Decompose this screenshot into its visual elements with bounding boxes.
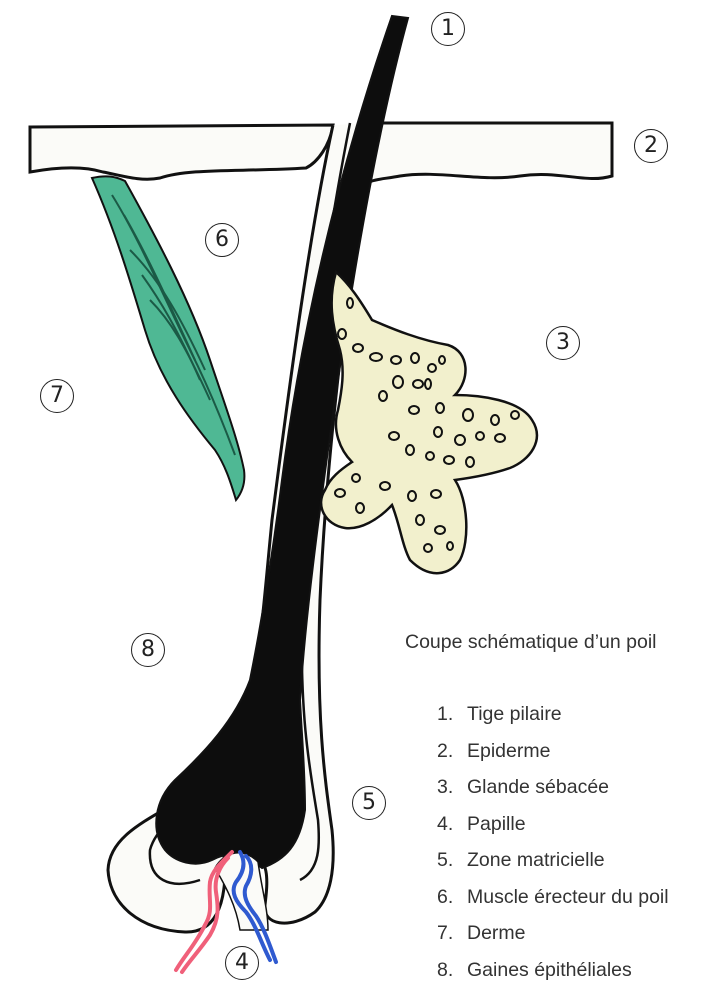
legend-list: 1.Tige pilaire 2.Epiderme 3.Glande sébac… [437, 702, 669, 994]
legend-item: 4.Papille [437, 812, 669, 849]
legend-number: 2. [437, 739, 467, 763]
legend-number: 6. [437, 885, 467, 909]
marker-6: 6 [205, 223, 239, 257]
legend-item: 3.Glande sébacée [437, 775, 669, 812]
legend-item: 7.Derme [437, 921, 669, 958]
marker-1: 1 [431, 12, 465, 46]
legend-text: Derme [467, 922, 526, 944]
legend-item: 2.Epiderme [437, 739, 669, 776]
legend-title: Coupe schématique d’un poil [405, 631, 657, 654]
epidermis-layer [30, 125, 333, 179]
marker-2: 2 [634, 129, 668, 163]
legend-text: Muscle érecteur du poil [467, 886, 669, 908]
legend-number: 8. [437, 958, 467, 982]
legend-text: Gaines épithéliales [467, 959, 632, 981]
legend-number: 5. [437, 848, 467, 872]
sebaceous-gland [321, 272, 537, 573]
legend-text: Epiderme [467, 740, 550, 762]
marker-5: 5 [352, 786, 386, 820]
legend-number: 4. [437, 812, 467, 836]
legend-item: 1.Tige pilaire [437, 702, 669, 739]
legend-text: Glande sébacée [467, 776, 609, 798]
legend-number: 3. [437, 775, 467, 799]
marker-7: 7 [40, 379, 74, 413]
legend-item: 6.Muscle érecteur du poil [437, 885, 669, 922]
legend-item: 5.Zone matricielle [437, 848, 669, 885]
legend-number: 7. [437, 921, 467, 945]
epidermis-layer-right [360, 123, 612, 190]
legend-number: 1. [437, 702, 467, 726]
marker-8: 8 [131, 633, 165, 667]
legend-text: Tige pilaire [467, 703, 562, 725]
marker-4: 4 [225, 946, 259, 980]
legend-text: Zone matricielle [467, 849, 605, 871]
marker-3: 3 [546, 326, 580, 360]
legend-item: 8.Gaines épithéliales [437, 958, 669, 994]
legend-text: Papille [467, 813, 526, 835]
